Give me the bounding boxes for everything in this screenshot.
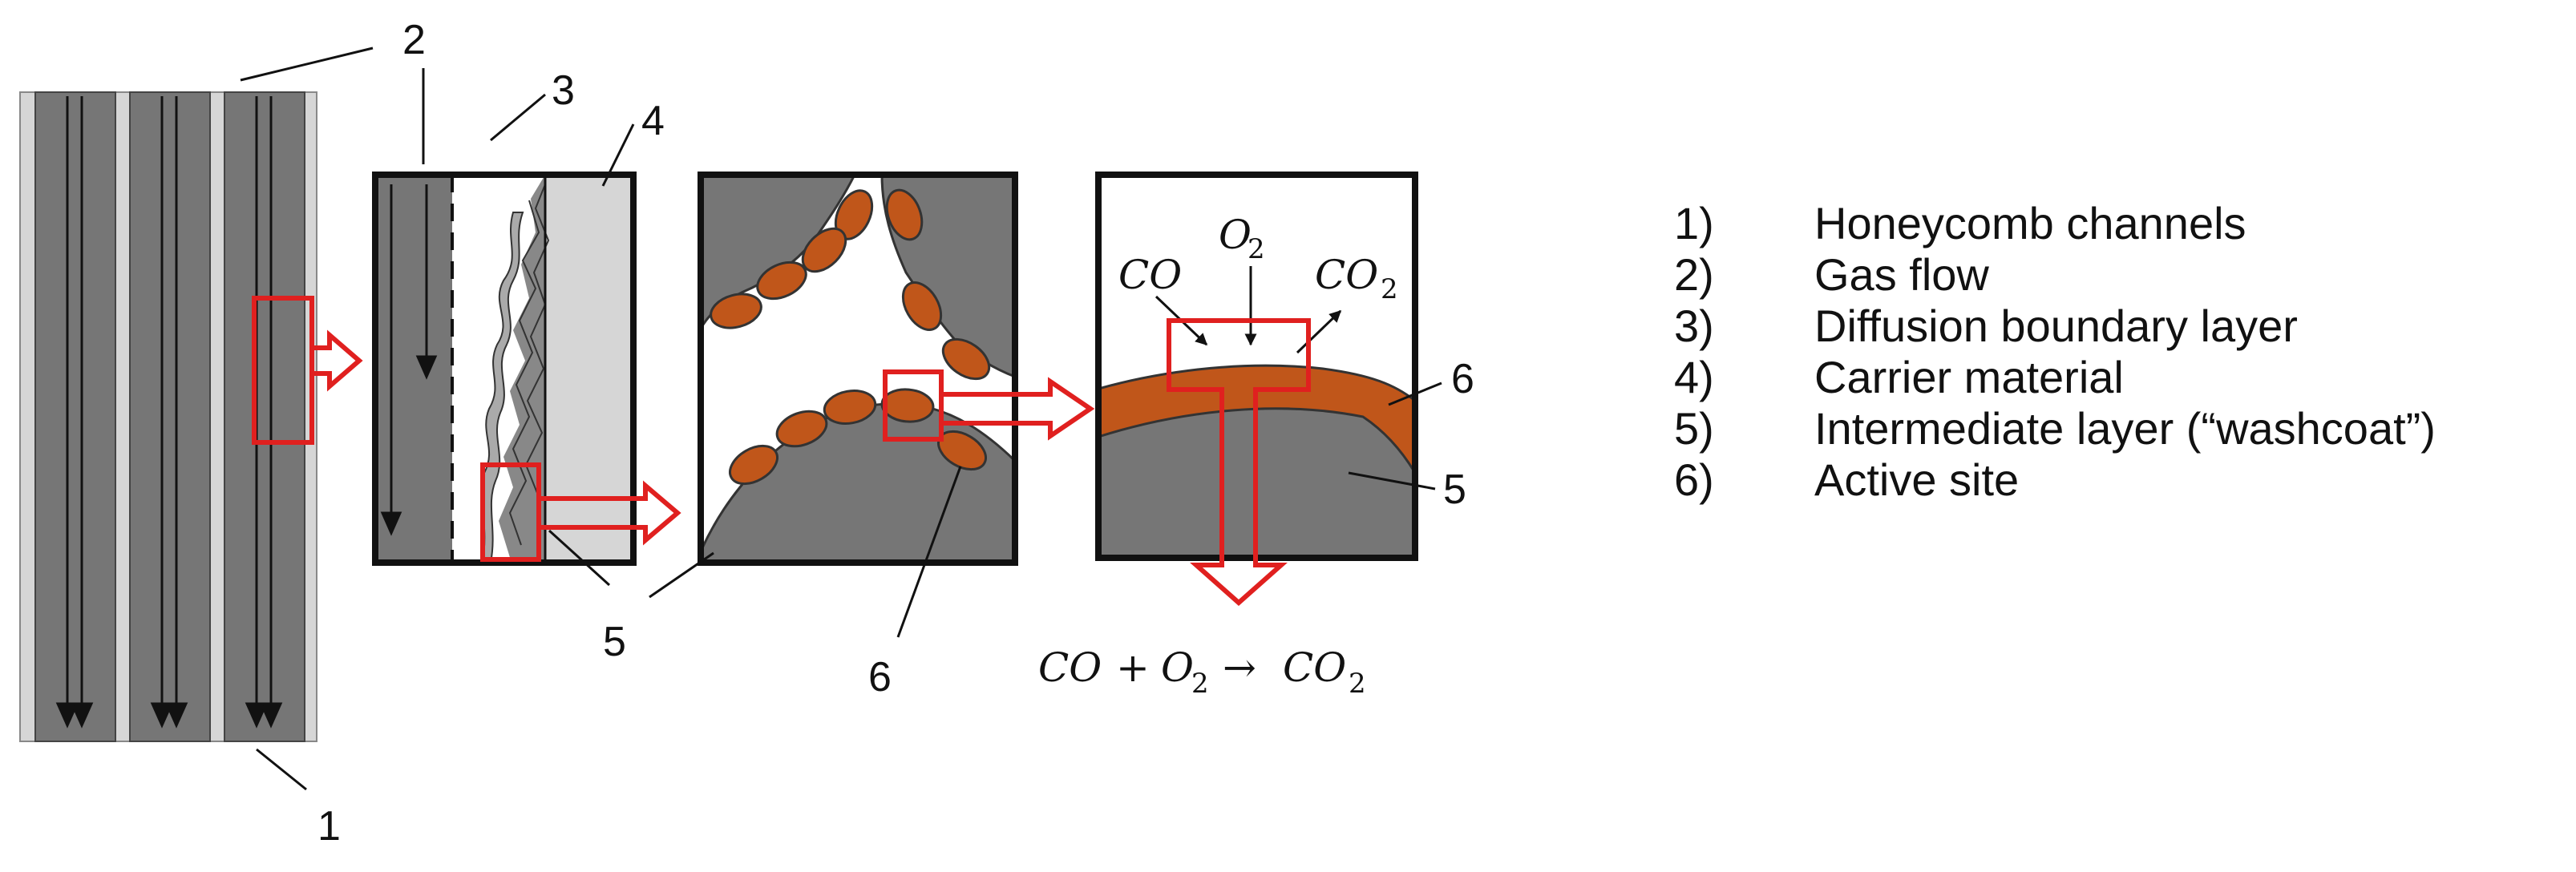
leader-line-5a: [548, 529, 611, 587]
callout-6b: 6: [1451, 356, 1474, 402]
legend-text: Gas flow: [1814, 248, 1989, 300]
zoom-arrow-3: [939, 377, 1095, 441]
leader-line-5c: [1348, 471, 1436, 490]
legend-number: 2): [1674, 248, 1714, 300]
washcoat-panel: [698, 172, 1018, 566]
reaction-arrow: [1167, 318, 1311, 607]
legend-item: 3) Diffusion boundary layer: [1674, 300, 2436, 351]
legend-item: 2) Gas flow: [1674, 248, 2436, 300]
eq-o-base: O: [1161, 644, 1194, 691]
legend-text: Diffusion boundary layer: [1814, 300, 2298, 351]
co2-arrow: [1296, 309, 1342, 354]
legend-number: 6): [1674, 454, 1714, 505]
legend-item: 4) Carrier material: [1674, 351, 2436, 402]
boundary-layer-panel: [372, 172, 637, 566]
callout-3: 3: [552, 67, 575, 114]
leader-line-6b: [1388, 382, 1442, 406]
species-o2-sub: 2: [1248, 233, 1265, 265]
legend-item: 6) Active site: [1674, 454, 2436, 505]
legend-text: Active site: [1814, 454, 2020, 505]
species-co2-sub: 2: [1381, 273, 1398, 305]
callout-4: 4: [641, 98, 665, 144]
legend-list: 1) Honeycomb channels 2) Gas flow 3) Diffus…: [1674, 197, 2436, 505]
leader-line-2: [240, 46, 374, 82]
leader-line-6a: [896, 466, 962, 638]
legend-item: 5) Intermediate layer (“washcoat”): [1674, 402, 2436, 454]
zoom-arrow-1: [309, 329, 363, 392]
leader-line-1: [256, 748, 307, 791]
eq-o-sub: 2: [1191, 668, 1209, 700]
leader-line-5b: [649, 551, 714, 599]
legend-number: 4): [1674, 351, 1714, 402]
zoom-arrow-2: [536, 480, 681, 546]
callout-5b: 5: [1443, 466, 1466, 513]
eq-plus: +: [1116, 644, 1150, 691]
legend-number: 5): [1674, 402, 1714, 454]
honeycomb-channels: [19, 91, 317, 742]
species-o2-base: O: [1219, 212, 1252, 258]
active-site-panel: [1095, 172, 1418, 561]
species-co2-base: CO: [1315, 252, 1378, 298]
leader-line-4: [601, 123, 635, 187]
reaction-equation: CO + O 2 → CO 2: [1038, 644, 1366, 700]
eq-co2-base: CO: [1283, 644, 1346, 691]
callout-5a: 5: [603, 619, 626, 665]
callout-6a: 6: [868, 654, 892, 700]
legend-item: 1) Honeycomb channels: [1674, 197, 2436, 248]
legend-number: 1): [1674, 197, 1714, 248]
eq-arrow: →: [1223, 644, 1256, 691]
legend-number: 3): [1674, 300, 1714, 351]
legend-text: Intermediate layer (“washcoat”): [1814, 402, 2436, 454]
species-co: CO: [1118, 252, 1182, 298]
eq-co: CO: [1038, 644, 1102, 691]
callout-1: 1: [317, 803, 341, 850]
eq-co2-sub: 2: [1349, 668, 1366, 700]
legend-text: Carrier material: [1814, 351, 2124, 402]
legend-text: Honeycomb channels: [1814, 197, 2246, 248]
leader-line-3: [490, 93, 546, 142]
callout-2: 2: [402, 17, 426, 63]
